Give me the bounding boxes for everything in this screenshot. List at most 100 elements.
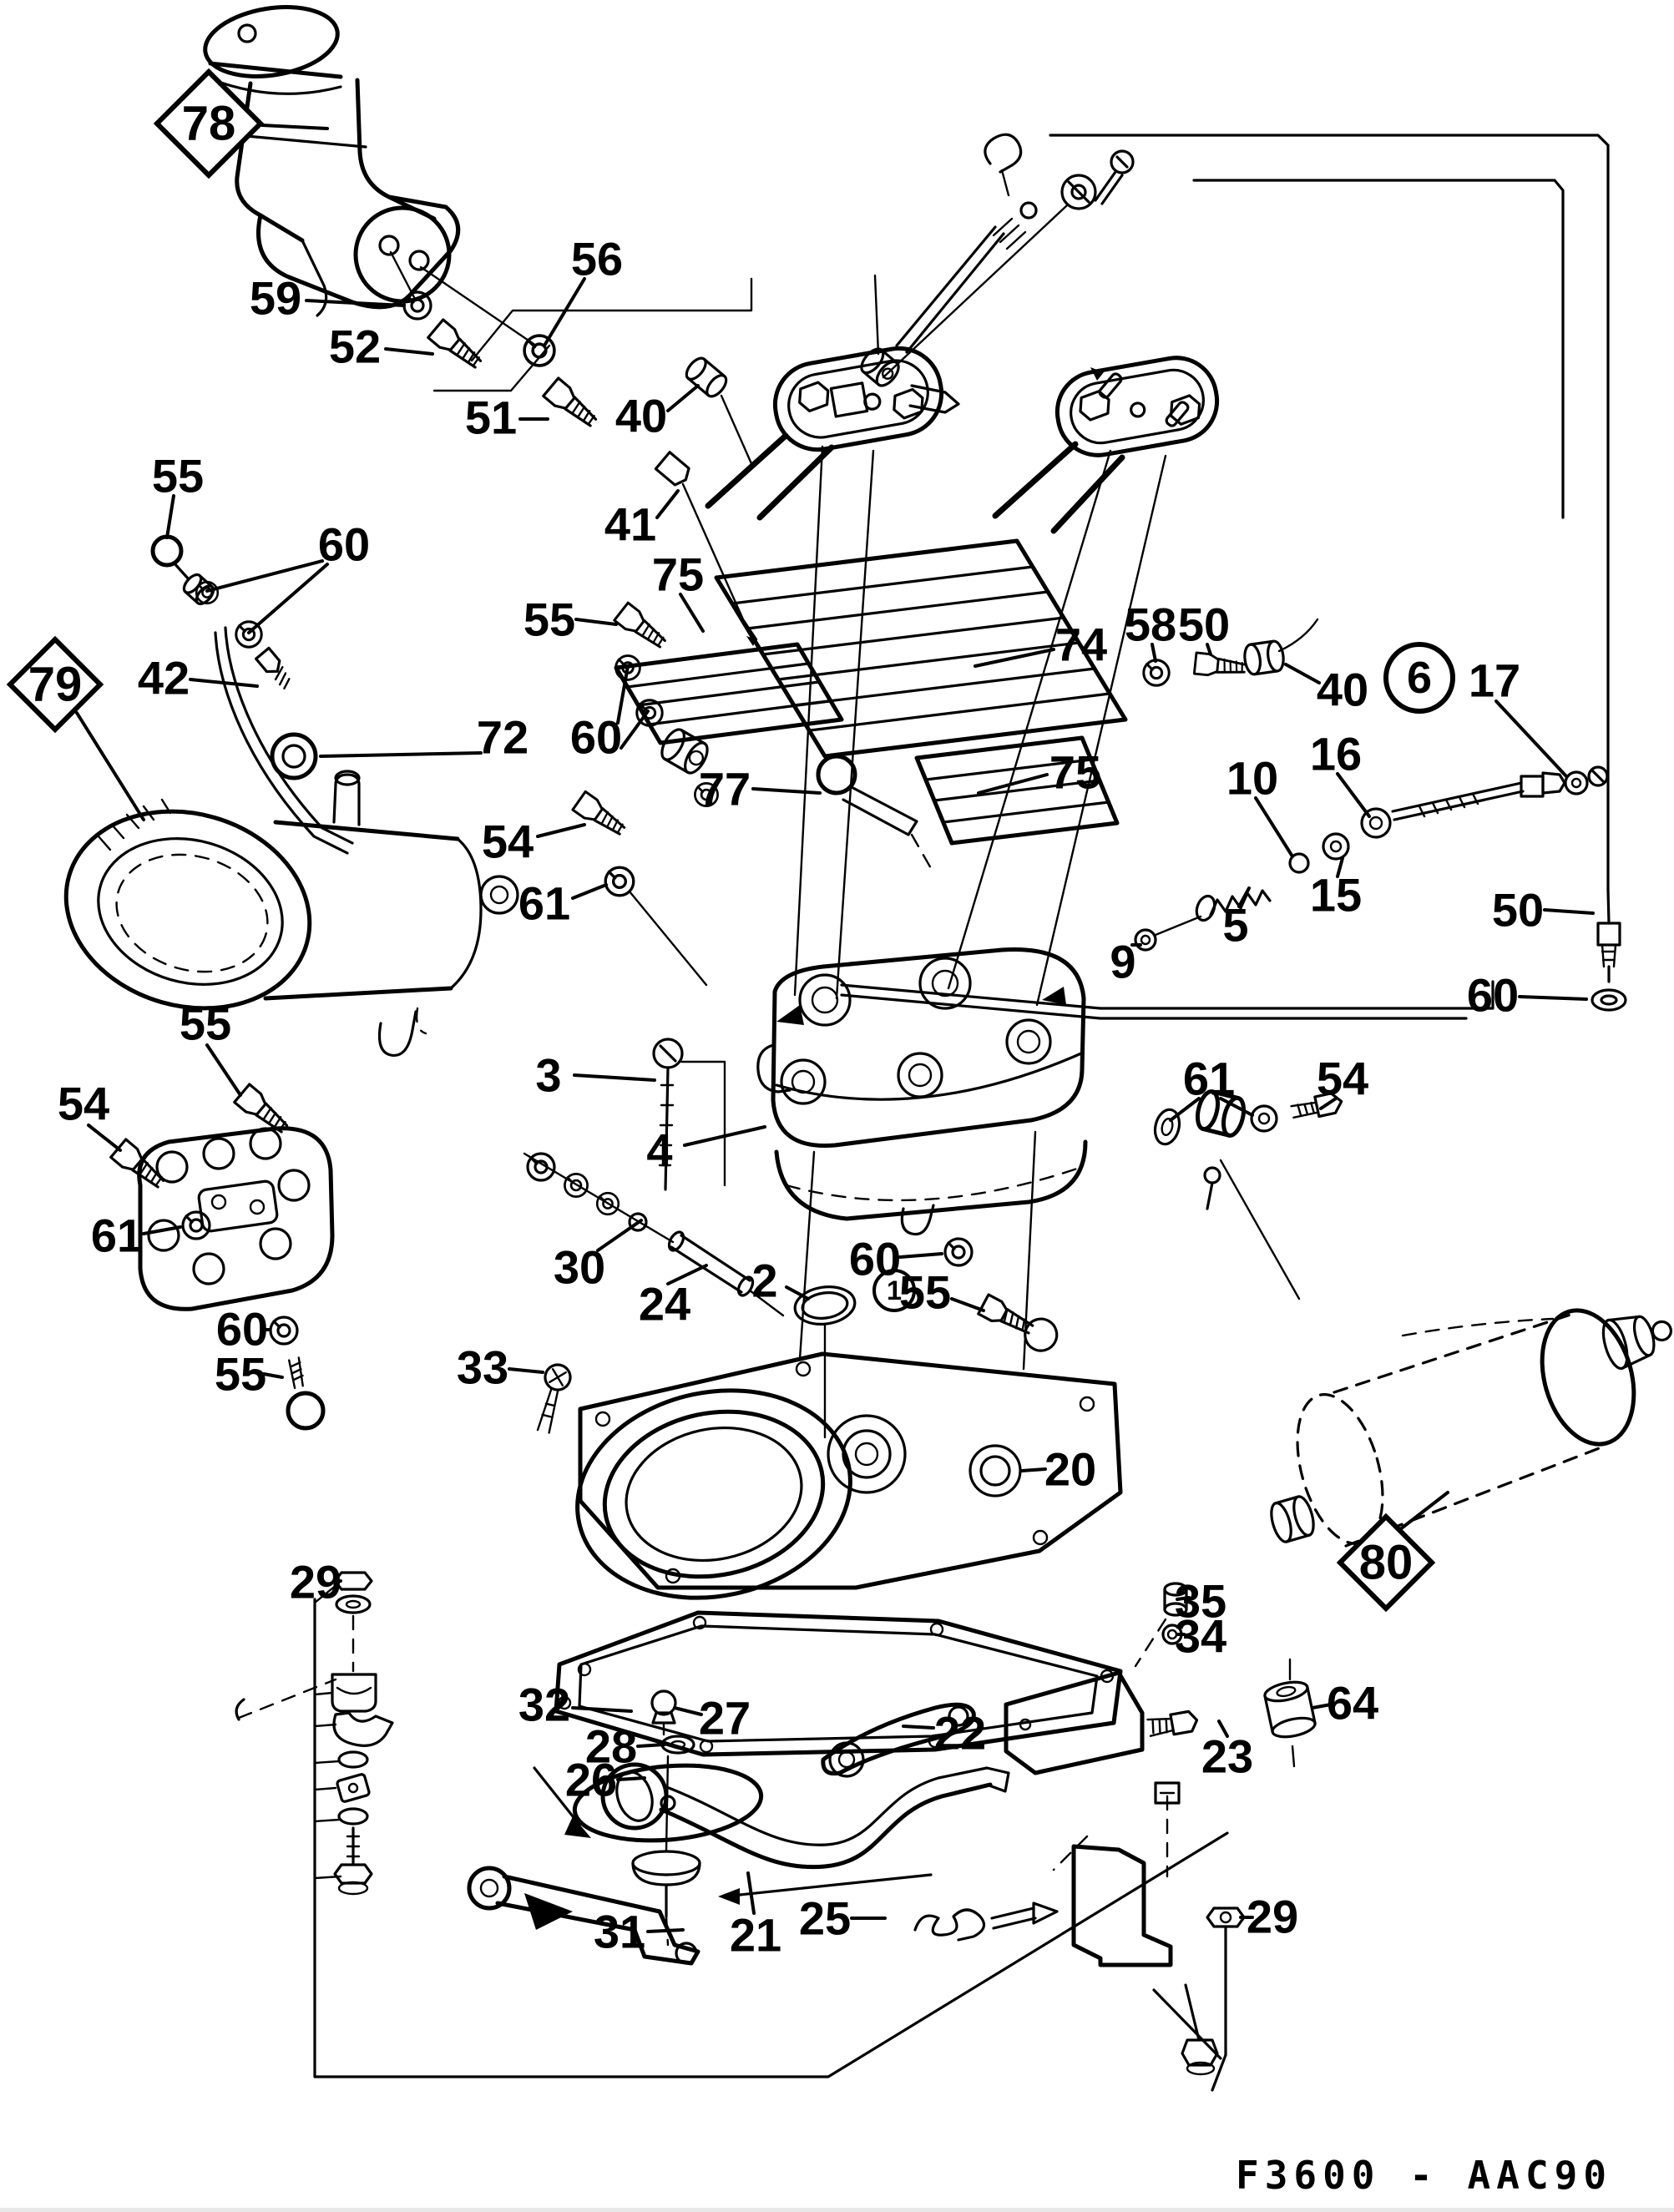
part-label-75a: 75 [652, 548, 705, 633]
part-label-55e: 55 [899, 1266, 985, 1319]
nut-29b-art [1152, 1906, 1246, 2092]
drawing-code: F3600 - AAC90 [1236, 2153, 1612, 2198]
part-label-41: 41 [604, 489, 680, 551]
part-label-52: 52 [329, 321, 434, 373]
part-number-text: 3 [535, 1049, 561, 1102]
part-label-31: 31 [594, 1906, 685, 1958]
part-number-text: 75 [652, 548, 704, 601]
top-cover-art [756, 947, 1088, 1236]
leader-line [646, 1928, 685, 1933]
leader-line [636, 1743, 666, 1748]
top-left-fasteners-art [402, 277, 753, 433]
part-label-2: 2 [751, 1255, 810, 1307]
part-number-text: 35 [1175, 1575, 1226, 1628]
part-label-35: 35 [1175, 1575, 1226, 1628]
leader-line [384, 347, 434, 356]
part-number-text: 61 [91, 1210, 143, 1262]
part-label-circle-6: 6 [1383, 642, 1455, 714]
pin-77-art [816, 754, 933, 871]
leader-line [205, 1043, 242, 1097]
part-number-text: 54 [1317, 1053, 1368, 1105]
part-label-27: 27 [673, 1692, 751, 1745]
leader-line [319, 751, 483, 758]
cam-plate-36-art [992, 356, 1220, 534]
part-label-29b: 29 [1239, 1891, 1298, 1943]
leader-line [508, 1367, 544, 1374]
leader-line [1206, 643, 1212, 656]
cover-screw-right-art [943, 1237, 1059, 1352]
clip-25-art [533, 1766, 1219, 2076]
part-number-text: 50 [1492, 884, 1544, 937]
part-number-text: 80 [1359, 1536, 1414, 1590]
part-label-29a: 29 [290, 1556, 342, 1608]
part-number-text: 27 [699, 1692, 751, 1745]
part-label-28: 28 [585, 1720, 666, 1773]
part-number-text: 58 [1125, 598, 1176, 651]
part-number-text: 50 [1178, 598, 1230, 651]
diamond-frame [1336, 1513, 1436, 1613]
leader-line [573, 1073, 656, 1082]
cam-plate-48-art [705, 274, 960, 521]
part-label-25: 25 [799, 1892, 887, 1945]
leader-line [189, 678, 259, 688]
part-number-text: 55 [899, 1266, 951, 1319]
part-number-text: 74 [1055, 619, 1107, 671]
part-label-54b: 54 [482, 816, 586, 868]
part-label-59: 59 [250, 272, 406, 325]
leader-line [75, 711, 145, 821]
leader-line [1336, 856, 1344, 878]
part-label-64: 64 [1311, 1677, 1378, 1730]
part-number-text: 42 [138, 652, 190, 705]
part-number-text: 60 [849, 1233, 901, 1285]
leader-line [571, 883, 608, 900]
leader-line [1284, 663, 1321, 684]
leader-line [334, 1579, 342, 1583]
part-number-text: 2 [751, 1255, 777, 1307]
part-number-text: 15 [1310, 869, 1362, 922]
leader-line [950, 1297, 985, 1312]
part-label-60e: 60 [849, 1233, 943, 1285]
part-label-55c: 55 [180, 997, 242, 1097]
part-number-text: 40 [615, 390, 667, 442]
part-label-4: 4 [646, 1124, 766, 1177]
part-number-text: 21 [730, 1909, 781, 1962]
part-number-text: 31 [594, 1906, 645, 1958]
part-number-text: 17 [1469, 654, 1520, 707]
leader-line [1494, 699, 1568, 778]
part-label-55d: 55 [215, 1348, 284, 1401]
leader-line [1543, 908, 1595, 915]
fuel-line-fittings-art [1142, 618, 1319, 687]
choke-cable-art [882, 133, 1135, 379]
diamond-frame [6, 635, 104, 734]
part-number-text: 72 [477, 711, 528, 764]
leader-line [1020, 1467, 1047, 1472]
part-label-15: 15 [1310, 856, 1362, 922]
leader-line [977, 773, 1049, 795]
part-number-text: 28 [585, 1720, 637, 1773]
leader-line [247, 563, 329, 634]
part-label-20: 20 [1020, 1443, 1096, 1496]
part-number-text: 51 [465, 391, 517, 444]
part-number-text: 40 [1317, 664, 1368, 716]
leader-line [679, 593, 705, 633]
leader-line [1336, 772, 1371, 818]
part-number-text: 41 [604, 498, 656, 551]
leader-line [536, 823, 586, 838]
part-label-3: 3 [535, 1049, 656, 1102]
diamond-frame [153, 68, 265, 179]
part-number-text: 22 [934, 1707, 986, 1760]
part-number-text: 9 [1110, 936, 1135, 988]
leader-line [898, 1252, 943, 1259]
part-label-61b: 61 [518, 877, 608, 930]
part-label-72: 72 [319, 711, 528, 764]
part-label-60c: 60 [1467, 969, 1588, 1022]
part-number-text: 23 [1201, 1730, 1253, 1783]
leader-line [974, 648, 1055, 668]
part-number-text: 78 [182, 97, 236, 151]
part-number-text: 30 [554, 1241, 605, 1294]
leader-line [673, 1706, 703, 1716]
part-number-text: 54 [482, 816, 534, 868]
part-number-text: 55 [152, 450, 204, 502]
pump-arm-art [600, 1762, 1010, 1870]
